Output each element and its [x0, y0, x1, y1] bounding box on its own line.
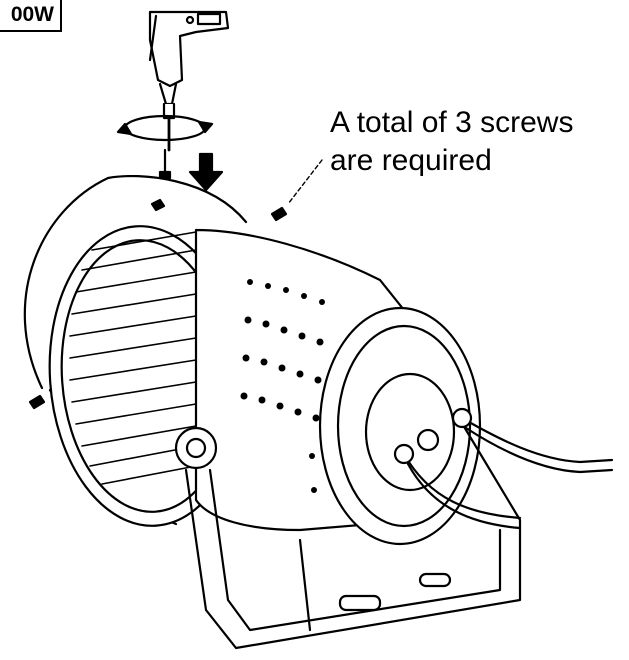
rotation-arrow-icon	[116, 114, 214, 142]
model-tag-label: 00W	[0, 0, 62, 32]
motor-body	[194, 228, 482, 546]
down-arrow-icon	[188, 152, 224, 192]
power-drill-icon	[148, 10, 230, 152]
vent-holes	[240, 279, 325, 493]
annotation-line-1: A total of 3 screws	[330, 106, 574, 139]
power-cables	[393, 407, 614, 530]
callout-leader-line	[28, 159, 323, 410]
mounting-knob	[174, 426, 218, 470]
yoke-bracket	[184, 418, 522, 650]
annotation-line-2: are required	[330, 144, 492, 177]
screw-icon	[158, 148, 172, 180]
screw-count-annotation: A total of 3 screws are required	[330, 104, 626, 180]
fan-fins	[69, 231, 197, 485]
